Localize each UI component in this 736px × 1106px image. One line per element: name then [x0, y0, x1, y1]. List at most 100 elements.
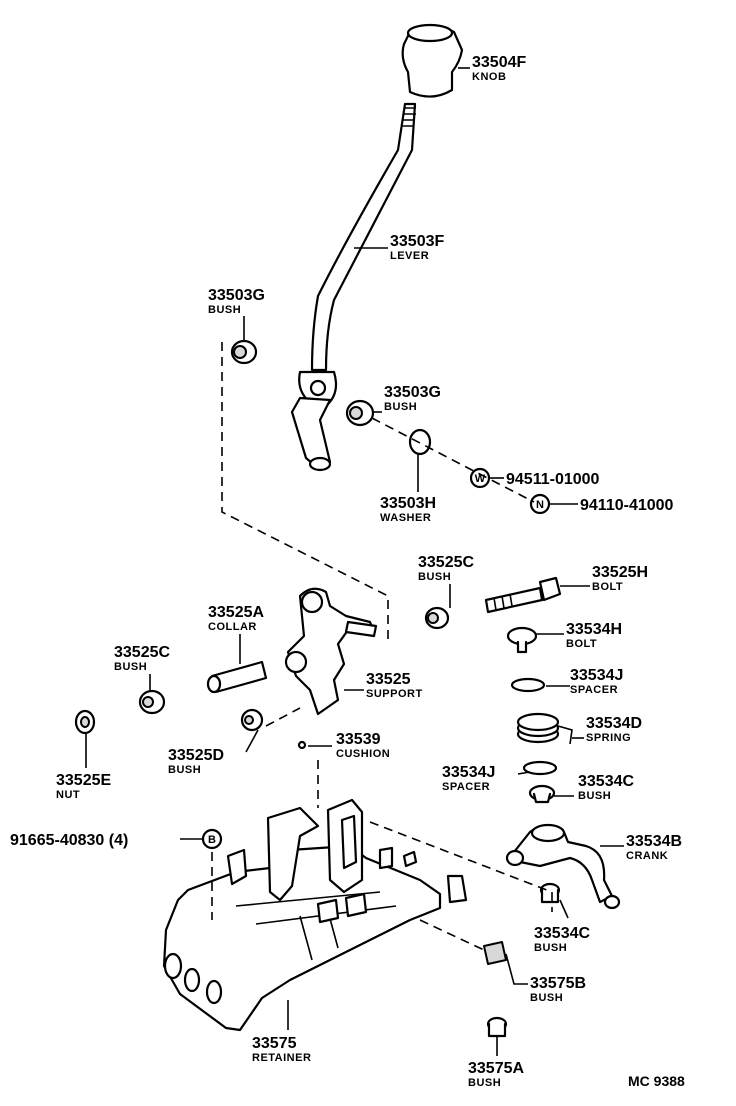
label-33525c-left: 33525C BUSH — [114, 644, 170, 673]
part-name: CUSHION — [336, 748, 390, 760]
label-91665: 91665-40830 (4) — [10, 832, 128, 849]
washer-drawing — [408, 428, 432, 456]
label-33539: 33539 CUSHION — [336, 731, 390, 760]
part-name: LEVER — [390, 250, 429, 262]
part-number: 33525C — [418, 554, 474, 571]
part-number: 33525D — [168, 747, 224, 764]
diagram-code: MC 9388 — [628, 1073, 685, 1089]
label-bush-right: 33503G BUSH — [384, 384, 441, 413]
part-number: 33575 — [252, 1035, 297, 1052]
part-name: SPACER — [570, 684, 618, 696]
part-number: 33525C — [114, 644, 170, 661]
label-33575: 33575 RETAINER — [252, 1035, 311, 1064]
part-number: 33534J — [570, 667, 623, 684]
washer-badge-letter: W — [475, 473, 486, 485]
lever-drawing — [290, 102, 417, 472]
label-94110: 94110-41000 — [580, 497, 674, 514]
part-number: 33525 — [366, 671, 411, 688]
part-name: BOLT — [592, 581, 623, 593]
part-number: 33534C — [578, 773, 634, 790]
label-33534b: 33534B CRANK — [626, 833, 682, 862]
part-number: 33534C — [534, 925, 590, 942]
label-33534j-lower: 33534J SPACER — [442, 764, 495, 793]
bolt-badge: B — [201, 828, 223, 850]
part-number: 33503G — [384, 384, 441, 401]
knob-drawing — [401, 23, 464, 98]
part-name: BUSH — [168, 764, 201, 776]
part-number: 91665-40830 (4) — [10, 832, 128, 849]
part-number: 33575B — [530, 975, 586, 992]
part-name: BUSH — [208, 304, 241, 316]
part-number: 33575A — [468, 1060, 524, 1077]
spacer-lower-drawing — [522, 760, 558, 776]
part-name: SPRING — [586, 732, 631, 744]
part-number: 33534B — [626, 833, 682, 850]
nut-badge-letter: N — [536, 499, 544, 511]
part-number: 33503H — [380, 495, 436, 512]
label-33534j-upper: 33534J SPACER — [570, 667, 623, 696]
part-name: SUPPORT — [366, 688, 423, 700]
part-number: 94511-01000 — [506, 471, 600, 488]
part-name: CRANK — [626, 850, 668, 862]
bush-right-drawing — [345, 399, 375, 427]
bush-33534c-lower-drawing — [539, 882, 561, 904]
bush-33534c-upper-drawing — [528, 784, 556, 804]
label-94511: 94511-01000 — [506, 471, 600, 488]
collar-drawing — [206, 660, 268, 694]
cushion-drawing — [297, 740, 307, 750]
label-washer: 33503H WASHER — [380, 495, 436, 524]
leader-lines — [85, 67, 624, 1056]
nut-drawing — [74, 709, 96, 735]
label-33525: 33525 SUPPORT — [366, 671, 423, 700]
washer-badge: W — [469, 467, 491, 489]
label-33525h: 33525H BOLT — [592, 564, 648, 593]
part-name: WASHER — [380, 512, 431, 524]
label-knob: 33504F KNOB — [472, 54, 526, 83]
label-33525c-right: 33525C BUSH — [418, 554, 474, 583]
part-name: RETAINER — [252, 1052, 311, 1064]
bush-33575b-drawing — [483, 941, 507, 965]
bush-33525d-drawing — [240, 708, 264, 732]
bolt-33525h-drawing — [484, 576, 562, 614]
part-number: 33534H — [566, 621, 622, 638]
spacer-upper-drawing — [510, 677, 546, 693]
part-number: 33539 — [336, 731, 381, 748]
part-number: 33503F — [390, 233, 444, 250]
assembly-lines — [211, 342, 553, 951]
crank-drawing — [505, 823, 621, 910]
label-lever: 33503F LEVER — [390, 233, 444, 262]
part-number: 33525A — [208, 604, 264, 621]
bush-33525c-left-drawing — [138, 689, 166, 715]
part-name: BUSH — [534, 942, 567, 954]
part-name: KNOB — [472, 71, 506, 83]
part-number: 33534J — [442, 764, 495, 781]
part-name: BOLT — [566, 638, 597, 650]
label-33534c-upper: 33534C BUSH — [578, 773, 634, 802]
part-number: 33503G — [208, 287, 265, 304]
label-33575a: 33575A BUSH — [468, 1060, 524, 1089]
part-number: 33534D — [586, 715, 642, 732]
part-number: 33525E — [56, 772, 111, 789]
label-33525d: 33525D BUSH — [168, 747, 224, 776]
nut-badge: N — [529, 493, 551, 515]
label-33534h: 33534H BOLT — [566, 621, 622, 650]
part-name: BUSH — [578, 790, 611, 802]
part-number: 33504F — [472, 54, 526, 71]
part-name: NUT — [56, 789, 80, 801]
part-name: BUSH — [384, 401, 417, 413]
label-33534d: 33534D SPRING — [586, 715, 642, 744]
support-drawing — [284, 587, 378, 716]
retainer-drawing — [162, 798, 468, 1032]
part-name: COLLAR — [208, 621, 257, 633]
part-name: SPACER — [442, 781, 490, 793]
part-name: BUSH — [114, 661, 147, 673]
bush-33575a-drawing — [486, 1016, 508, 1038]
part-name: BUSH — [530, 992, 563, 1004]
bush-upper-drawing — [230, 339, 258, 365]
part-name: BUSH — [418, 571, 451, 583]
label-33525e: 33525E NUT — [56, 772, 111, 801]
part-number: 94110-41000 — [580, 497, 674, 514]
bolt-33534h-drawing — [506, 626, 538, 654]
label-33534c-lower: 33534C BUSH — [534, 925, 590, 954]
